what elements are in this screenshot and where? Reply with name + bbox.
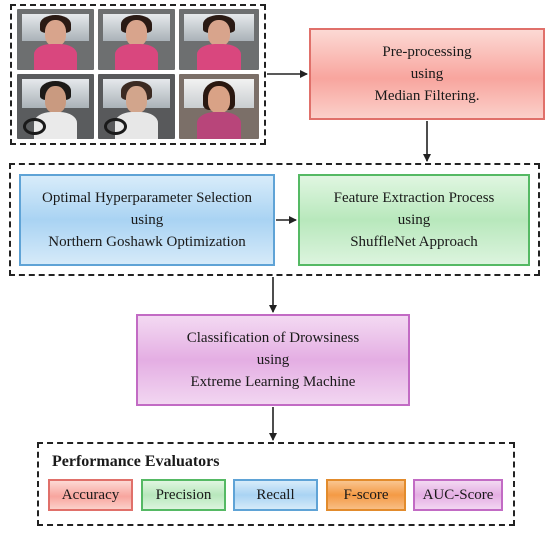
- metric-auc-score: AUC-Score: [413, 479, 503, 511]
- feature-stage-group: [9, 163, 540, 276]
- metric-recall: Recall: [233, 479, 318, 511]
- driver-frame-3: [179, 9, 259, 70]
- feature-extraction-box: Feature Extraction Process using Shuffle…: [298, 174, 530, 266]
- metric-fscore: F-score: [326, 479, 406, 511]
- hyperparameter-box: Optimal Hyperparameter Selection using N…: [19, 174, 275, 266]
- performance-evaluators-group: [37, 442, 515, 526]
- driver-frame-1: [17, 9, 94, 70]
- driver-images-panel: [10, 4, 266, 145]
- preprocessing-box: Pre-processing using Median Filtering.: [309, 28, 545, 120]
- driver-frame-2: [98, 9, 175, 70]
- metric-accuracy: Accuracy: [48, 479, 133, 511]
- metric-precision: Precision: [141, 479, 226, 511]
- performance-title: Performance Evaluators: [52, 453, 220, 470]
- driver-frame-4: [17, 74, 94, 139]
- driver-frame-6: [179, 74, 259, 139]
- driver-frame-5: [98, 74, 175, 139]
- classification-box: Classification of Drowsiness using Extre…: [136, 314, 410, 406]
